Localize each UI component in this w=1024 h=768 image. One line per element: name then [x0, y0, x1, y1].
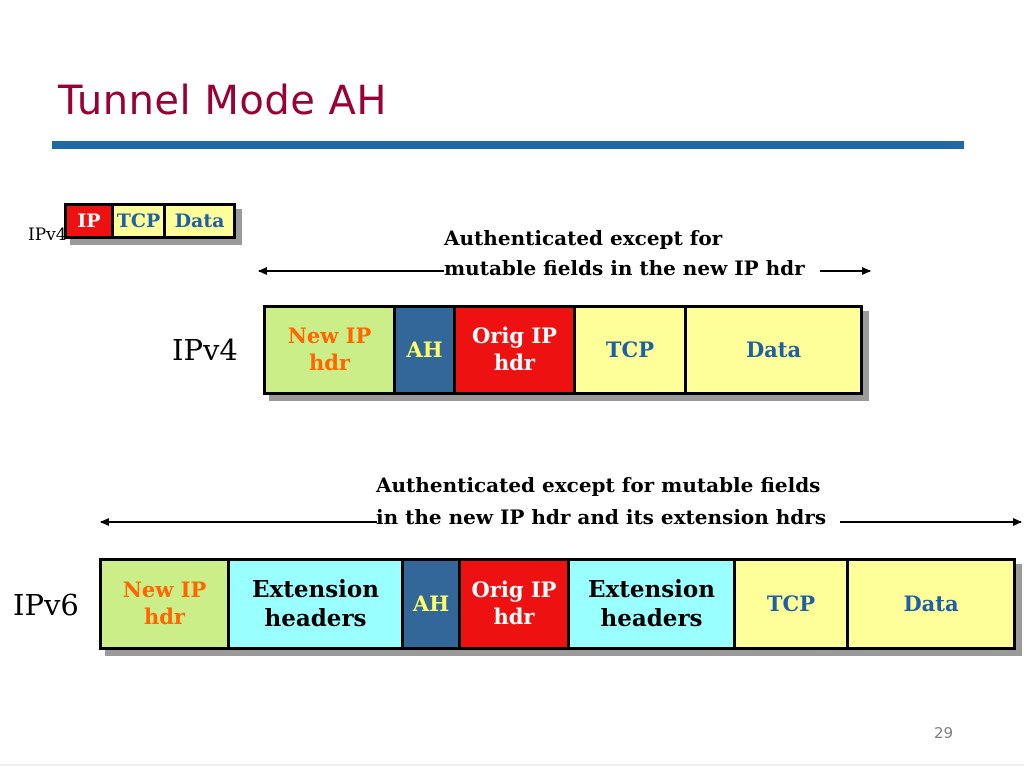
- page-number: 29: [934, 724, 954, 742]
- ipv6-new-ip-hdr: New IP hdr: [102, 561, 227, 647]
- ipv4-orig-ip-line1: Orig IP: [472, 323, 557, 349]
- tcp-cell: TCP: [111, 206, 163, 236]
- ipv6-ext2-line1: Extension: [588, 575, 715, 603]
- ipv4-new-ip-line1: New IP: [287, 323, 372, 349]
- ipv6-auth-note: Authenticated except for mutable fields …: [376, 469, 826, 534]
- ipv6-note-line2: in the new IP hdr and its extension hdrs: [376, 505, 827, 529]
- ipv6-extension-headers-2: Extension headers: [567, 561, 733, 647]
- data-cell-label: Data: [174, 209, 225, 232]
- data-cell: Data: [163, 206, 233, 236]
- ipv4-ah-label: AH: [406, 336, 443, 362]
- ipv6-ah-label: AH: [412, 590, 450, 616]
- ipv6-ext1-line2: headers: [264, 605, 367, 632]
- ipv4-data: Data: [684, 308, 860, 392]
- ipv6-data-label: Data: [903, 590, 959, 616]
- ipv6-new-ip-line2: hdr: [143, 604, 185, 629]
- ip-cell: IP: [67, 206, 111, 236]
- ipv4-label: IPv4: [172, 333, 238, 367]
- ipv6-ext1-line1: Extension: [252, 575, 379, 603]
- ipv4-data-label: Data: [745, 336, 802, 362]
- ipv4-orig-ip-line2: hdr: [493, 350, 535, 375]
- ipv6-orig-ip-line2: hdr: [493, 604, 535, 629]
- ipv6-tunnel-packet: New IP hdr Extension headers AH Orig IP …: [99, 558, 1016, 650]
- ipv6-ah: AH: [401, 561, 458, 647]
- ipv6-data: Data: [846, 561, 1013, 647]
- ipv4-tcp: TCP: [573, 308, 684, 392]
- ipv6-tcp-label: TCP: [766, 590, 816, 616]
- ipv4-ah: AH: [393, 308, 453, 392]
- ipv4-new-ip-hdr: New IP hdr: [266, 308, 393, 392]
- ipv4-tcp-label: TCP: [605, 336, 655, 362]
- ipv4-orig-ip-hdr: Orig IP hdr: [453, 308, 573, 392]
- ipv4-note-line1: Authenticated except for: [444, 226, 723, 250]
- ipv4-note-line2: mutable fields in the new IP hdr: [444, 256, 805, 280]
- slide-title: Tunnel Mode AH: [58, 78, 387, 124]
- title-rule: [52, 141, 964, 149]
- ipv6-ext2-line2: headers: [600, 605, 703, 632]
- ipv6-extension-headers-1: Extension headers: [227, 561, 401, 647]
- ip-cell-label: IP: [77, 209, 101, 232]
- ipv4-auth-note: Authenticated except for mutable fields …: [444, 222, 805, 285]
- ipv4-new-ip-line2: hdr: [308, 350, 350, 375]
- ipv4-tunnel-packet: New IP hdr AH Orig IP hdr TCP Data: [263, 305, 863, 395]
- tcp-cell-label: TCP: [116, 209, 161, 232]
- original-packet-label: IPv4: [28, 225, 67, 245]
- original-packet: IP TCP Data: [64, 203, 236, 239]
- ipv6-label: IPv6: [13, 588, 79, 622]
- ipv6-tcp: TCP: [733, 561, 846, 647]
- ipv6-orig-ip-hdr: Orig IP hdr: [458, 561, 567, 647]
- footer-rule: [0, 764, 1024, 766]
- ipv6-new-ip-line1: New IP: [122, 577, 207, 603]
- ipv6-orig-ip-line1: Orig IP: [471, 577, 557, 603]
- ipv6-note-line1: Authenticated except for mutable fields: [376, 473, 821, 497]
